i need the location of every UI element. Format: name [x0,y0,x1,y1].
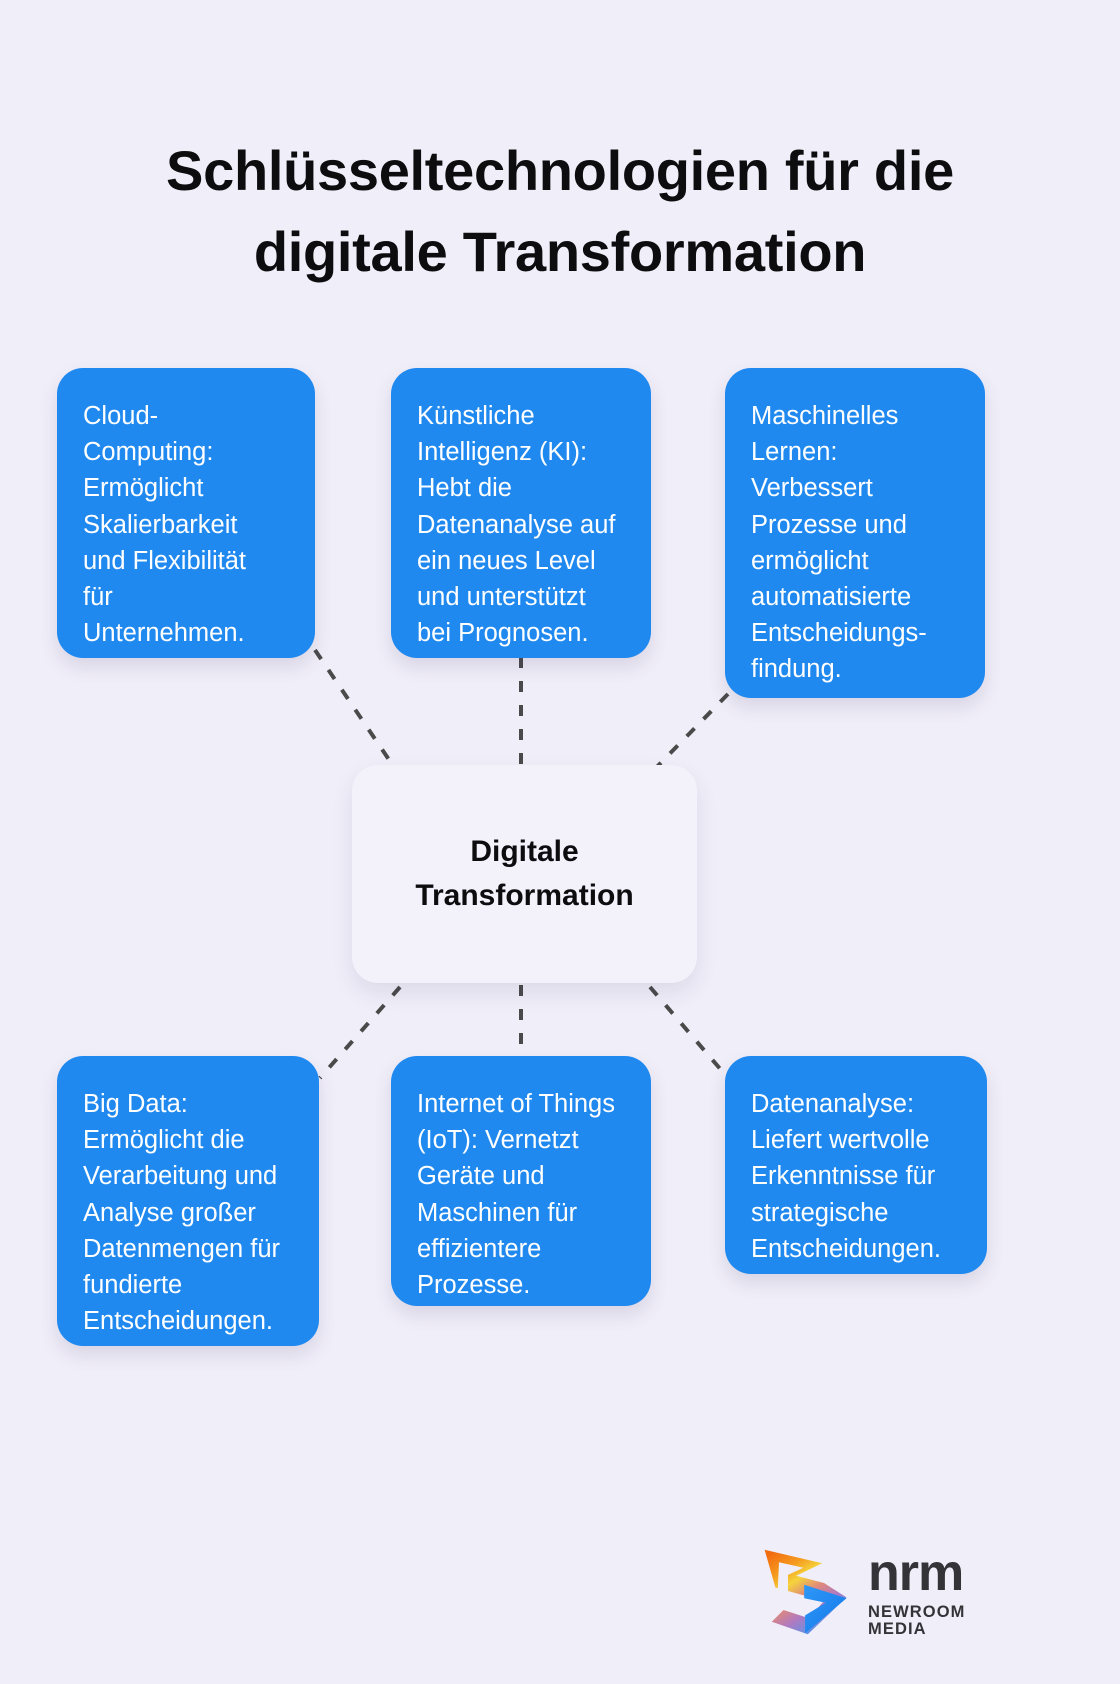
tech-card-big-data[interactable]: Big Data: Ermöglicht die Verarbeitung un… [57,1056,319,1346]
tech-card-cloud-computing[interactable]: Cloud- Computing: Ermöglicht Skalierbark… [57,368,315,658]
tech-card-internet-of-things-text: Internet of Things (IoT): Vernetzt Gerät… [417,1090,615,1300]
nrm-logo-arrow-shape [804,1584,847,1634]
connector-ml-to-center [646,692,730,778]
tech-card-kuenstliche-intelligenz-text: Künstliche Intelligenz (KI): Hebt die Da… [417,402,616,648]
center-node-label: Digitale Transformation [415,834,634,912]
brand-logo-text: nrm NEWROOM MEDIA [868,1547,1008,1637]
page-title: Schlüsseltechnologien für die digitale T… [0,130,1120,292]
page-title-line-1: Schlüsseltechnologien für die [166,138,954,202]
center-node-digitale-transformation[interactable]: Digitale Transformation [352,765,697,983]
nrm-logo-inner-cut [777,1562,804,1607]
tech-card-big-data-text: Big Data: Ermöglicht die Verarbeitung un… [83,1090,281,1336]
brand-logo: nrm NEWROOM MEDIA [760,1540,1008,1644]
connector-cloud-to-center [313,648,402,778]
tech-card-datenanalyse[interactable]: Datenanalyse: Liefert wertvolle Erkenntn… [725,1056,987,1274]
tech-card-internet-of-things[interactable]: Internet of Things (IoT): Vernetzt Gerät… [391,1056,651,1306]
connector-center-to-bigdata [318,985,402,1080]
tech-card-cloud-computing-text: Cloud- Computing: Ermöglicht Skalierbark… [83,402,246,648]
nrm-logo-icon [764,1549,847,1635]
brand-logo-wordmark: nrm [868,1544,964,1602]
tech-card-kuenstliche-intelligenz[interactable]: Künstliche Intelligenz (KI): Hebt die Da… [391,368,651,658]
tech-card-datenanalyse-text: Datenanalyse: Liefert wertvolle Erkenntn… [751,1090,941,1263]
page-title-line-2: digitale Transformation [253,219,867,283]
brand-logo-subtitle: NEWROOM MEDIA [868,1603,966,1638]
tech-card-maschinelles-lernen-text: Maschinelles Lernen: Verbessert Prozesse… [751,402,927,684]
tech-card-maschinelles-lernen[interactable]: Maschinelles Lernen: Verbessert Prozesse… [725,368,985,698]
connector-center-to-datenanalyse [648,985,730,1080]
